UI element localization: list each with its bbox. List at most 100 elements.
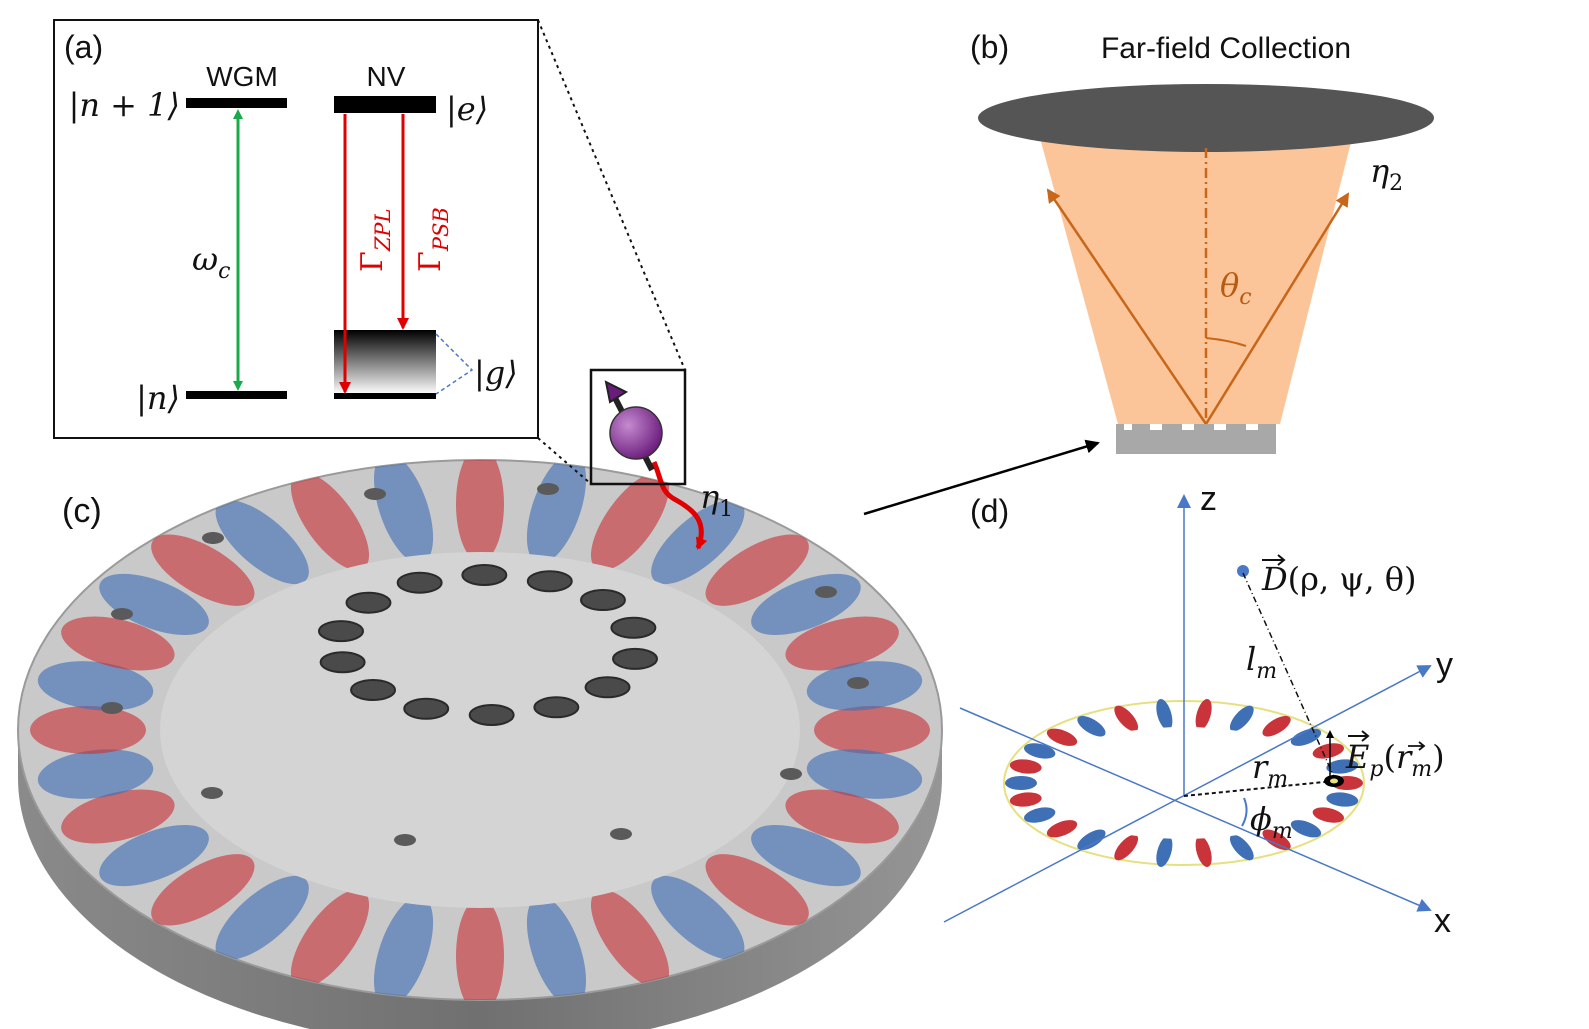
- level-e: [334, 96, 436, 113]
- axis-z-label: z: [1200, 480, 1217, 518]
- ring-mode-lobe: [1229, 834, 1254, 861]
- far-field-panel: (b) Far-field Collection θc η2: [863, 29, 1434, 516]
- level-n: [186, 391, 287, 399]
- ring-mode-lobe: [1262, 715, 1291, 737]
- axis-y: [943, 665, 1432, 923]
- omega-c-label: ωc: [192, 240, 230, 284]
- mode-lobe: [785, 616, 899, 671]
- ring-mode-lobe: [1195, 835, 1212, 867]
- panel-a-box: [53, 19, 539, 439]
- air-hole: [612, 647, 659, 670]
- air-hole: [584, 676, 631, 699]
- ring-mode-lobe: [1156, 835, 1173, 867]
- svg-text:η1: η1: [700, 478, 733, 522]
- ring-mode-lobe: [1077, 829, 1106, 851]
- detector-label: D(ρ, ψ, θ): [1261, 560, 1416, 598]
- detector-point: [1237, 565, 1249, 577]
- outer-hole: [364, 488, 386, 500]
- nv-center-spin: [604, 380, 663, 472]
- ring-mode-lobe: [1077, 715, 1106, 737]
- mode-lobe: [99, 824, 209, 887]
- air-hole: [461, 564, 508, 587]
- air-hole: [317, 620, 364, 643]
- wgm-label: WGM: [206, 61, 278, 92]
- field-vec-arrow: [1348, 730, 1370, 742]
- mode-lobe: [785, 789, 899, 844]
- outer-hole: [394, 834, 416, 846]
- level-g-bottom: [334, 393, 436, 399]
- panel-c-label: (c): [62, 492, 102, 530]
- mode-lobe: [151, 854, 255, 926]
- zoom-line-bottom: [537, 437, 592, 485]
- axis-y-label: y: [1436, 646, 1453, 684]
- outer-hole: [201, 787, 223, 799]
- gamma-zpl-label: ΓZPL: [355, 209, 395, 273]
- energy-level-panel: (a) WGM NV |n + 1⟩ |n⟩ |e⟩ |g⟩ ωc ΓZPL Γ…: [53, 19, 686, 485]
- mode-lobe: [651, 875, 745, 960]
- ring-mode-lobe: [1009, 792, 1042, 807]
- ring-mode-lobe: [1156, 699, 1173, 731]
- air-hole: [526, 570, 573, 593]
- coordinate-panel: (d) z y x D(ρ, ψ, θ) lm rm ϕm Ep(rm): [943, 480, 1453, 940]
- mode-lobe: [590, 472, 670, 571]
- ring-mode-lobe: [1229, 705, 1254, 732]
- mode-lobe: [806, 749, 923, 799]
- ring-mode-lobe: [1114, 834, 1139, 861]
- state-g: |g⟩: [474, 354, 518, 392]
- ring-mode-lobe: [1009, 759, 1042, 774]
- eta-2-label: η2: [1370, 152, 1403, 196]
- state-e: |e⟩: [446, 90, 488, 128]
- mode-lobe: [30, 706, 146, 754]
- air-hole: [319, 651, 366, 674]
- air-holes: [101, 483, 869, 846]
- mode-lobe: [215, 875, 309, 960]
- l-m-label: lm: [1246, 640, 1277, 684]
- collection-cone: [1040, 138, 1352, 424]
- nv-label: NV: [367, 61, 406, 92]
- ring-mode-lobes: [1005, 699, 1363, 867]
- mode-lobe: [373, 460, 434, 564]
- outer-hole: [847, 677, 869, 689]
- whispering-gallery-mode-lobes: [30, 460, 930, 1000]
- ring-mode-lobe: [1326, 792, 1359, 807]
- mode-lobe: [290, 472, 370, 571]
- mode-lobe: [37, 661, 154, 711]
- mode-lobe: [99, 573, 209, 636]
- state-n: |n⟩: [136, 379, 180, 417]
- ring-mode-lobe: [1023, 743, 1056, 759]
- level-g-band: [334, 330, 436, 394]
- mode-lobe: [456, 898, 504, 1000]
- air-hole: [468, 703, 515, 726]
- nv-zoom-box: [589, 368, 687, 486]
- ring-mode-lobe: [1290, 820, 1322, 838]
- panel-b-label: (b): [970, 29, 1009, 65]
- pointer-arrow: [863, 439, 1100, 516]
- mode-lobe: [705, 534, 809, 606]
- air-hole: [350, 678, 397, 701]
- level-n-plus-1: [186, 98, 287, 108]
- air-hole: [345, 591, 392, 614]
- ring-mode-lobe: [1326, 759, 1359, 774]
- phi-m-label: ϕm: [1250, 800, 1293, 844]
- outer-hole: [815, 586, 837, 598]
- ring-mode-lobe: [1312, 807, 1345, 823]
- outer-hole: [202, 532, 224, 544]
- phi-arc: [1241, 797, 1248, 827]
- g-bracket: [435, 333, 474, 395]
- air-hole: [533, 696, 580, 719]
- air-hole: [579, 589, 626, 612]
- mode-lobe: [526, 896, 587, 1000]
- mode-lobe: [456, 460, 504, 562]
- ray-left: [1046, 188, 1208, 425]
- mode-lobe: [373, 896, 434, 1000]
- panel-a-label: (a): [64, 29, 103, 65]
- substrate-notches: [1124, 424, 1258, 430]
- theta-c-label: θc: [1220, 266, 1252, 310]
- field-label: Ep(rm): [1345, 738, 1445, 782]
- theta-arc: [1205, 337, 1247, 347]
- mode-lobe: [751, 824, 861, 887]
- ring-mode-lobe: [1262, 829, 1291, 851]
- mode-lobe: [590, 889, 670, 988]
- ring-mode-lobe: [1046, 820, 1078, 838]
